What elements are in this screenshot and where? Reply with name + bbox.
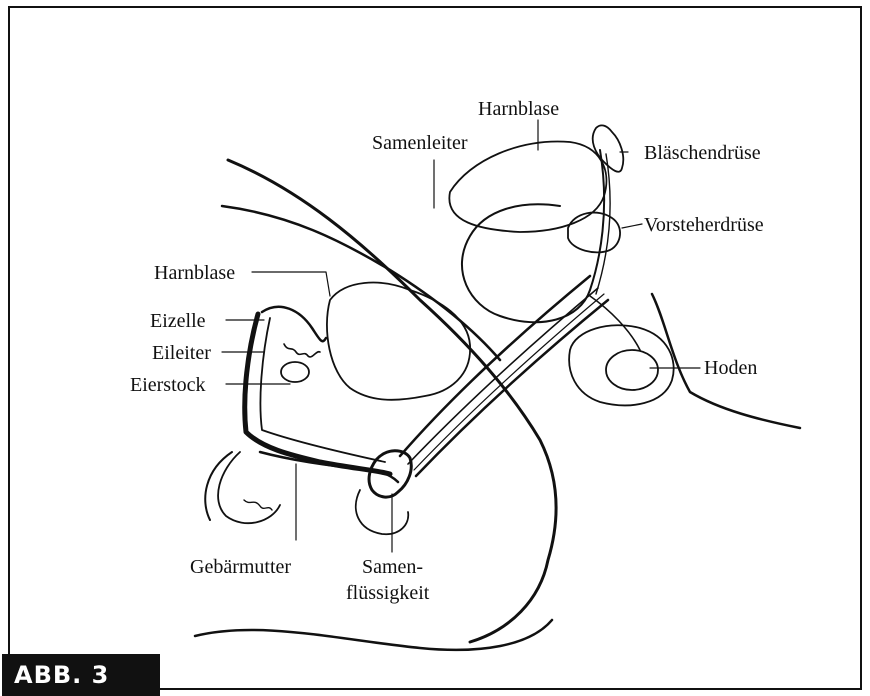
label-samenleiter: Samenleiter <box>372 132 468 154</box>
label-harnblase-male: Harnblase <box>478 98 559 120</box>
label-hoden: Hoden <box>704 357 757 379</box>
testis <box>606 350 658 390</box>
fallopian-tube <box>262 307 326 341</box>
figure-tag: ABB. 3 <box>2 654 160 696</box>
prostate <box>568 213 620 253</box>
seminal-vesicle <box>593 125 624 171</box>
female-bladder <box>327 283 470 400</box>
fimbriae <box>284 344 320 357</box>
uterus-inner <box>260 318 385 462</box>
leader-vorsteherdruese <box>622 224 642 228</box>
label-samen-line2: flüssigkeit <box>346 582 429 604</box>
label-gebaermutter: Gebärmutter <box>190 556 291 578</box>
spermatic-cord <box>590 296 640 350</box>
cervix-squiggle <box>244 500 272 510</box>
ovary-shape <box>281 362 309 382</box>
label-eierstock: Eierstock <box>130 374 206 396</box>
female-abdomen-outline <box>195 620 552 650</box>
uterus-lower <box>218 452 280 523</box>
label-eileiter: Eileiter <box>152 342 211 364</box>
leader-harnblase-female <box>252 272 330 296</box>
label-vorsteherdruese: Vorsteherdrüse <box>644 214 764 236</box>
label-blaeschendruese: Bläschendrüse <box>644 142 761 164</box>
penis-upper <box>400 276 590 456</box>
label-eizelle: Eizelle <box>150 310 206 332</box>
male-bladder <box>449 142 606 232</box>
label-samen-line1: Samen- <box>362 556 423 578</box>
label-harnblase-female: Harnblase <box>154 262 235 284</box>
vas-deferens <box>462 150 604 322</box>
